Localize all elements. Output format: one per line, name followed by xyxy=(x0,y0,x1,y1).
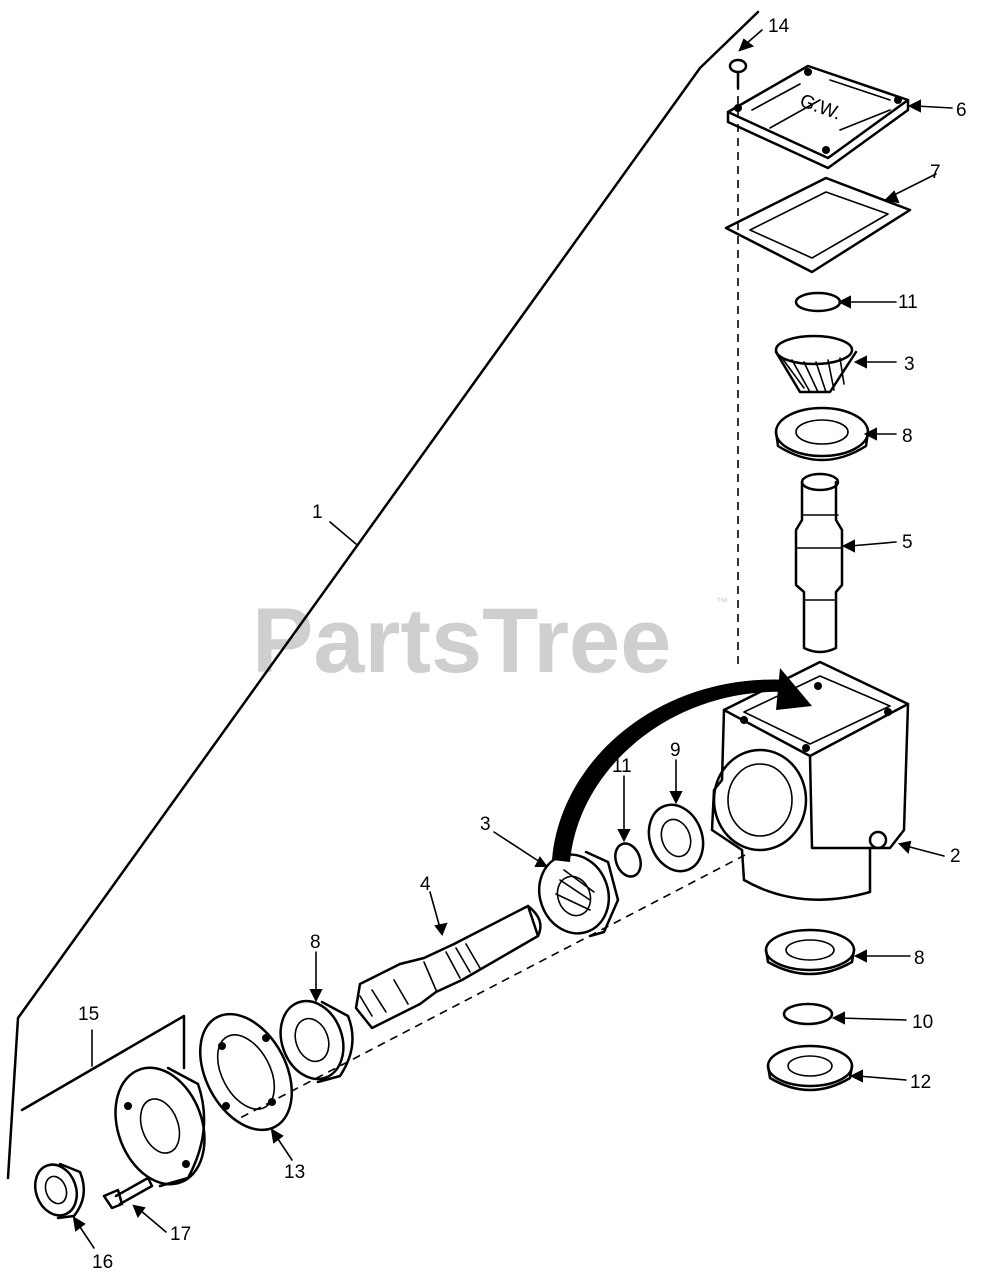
callout-9: 9 xyxy=(670,740,681,761)
callout-17: 17 xyxy=(170,1224,191,1245)
screw-14 xyxy=(728,58,748,90)
bevel-gear-3-upper xyxy=(774,334,858,394)
horizontal-center-line xyxy=(239,854,746,1119)
bevel-gear-3-lower xyxy=(537,850,620,938)
bearing-8-upper xyxy=(774,406,870,462)
watermark-trademark: ™ xyxy=(716,595,728,609)
callout-3-lower: 3 xyxy=(480,814,491,835)
horizontal-shaft-4 xyxy=(354,904,542,1030)
snap-ring-11-upper xyxy=(794,291,842,313)
vertical-shaft-5 xyxy=(794,472,844,654)
seal-12 xyxy=(766,1044,854,1092)
seal-16 xyxy=(33,1162,86,1220)
callout-12: 12 xyxy=(910,1072,931,1093)
callout-8-lower: 8 xyxy=(914,948,925,969)
callout-10: 10 xyxy=(912,1012,933,1033)
callout-8-shaft: 8 xyxy=(310,932,321,953)
bearing-8-shaft xyxy=(279,999,354,1084)
callout-15: 15 xyxy=(78,1004,99,1025)
callout-6: 6 xyxy=(956,100,967,121)
callout-2: 2 xyxy=(950,846,961,867)
callout-11-upper: 11 xyxy=(898,292,918,313)
callout-16: 16 xyxy=(92,1252,113,1273)
callout-7: 7 xyxy=(930,162,941,183)
assembly-arrow xyxy=(552,668,812,862)
bearing-9 xyxy=(647,803,705,873)
cover-plate-6: G.W. xyxy=(726,64,910,170)
callout-3-upper: 3 xyxy=(904,354,915,375)
gasket-13 xyxy=(198,1012,294,1132)
callout-11-lower: 11 xyxy=(612,756,632,777)
leader-lines xyxy=(72,29,953,1249)
cover-mark: G.W. xyxy=(797,90,844,124)
gasket-7 xyxy=(724,176,912,274)
callout-5: 5 xyxy=(902,532,913,553)
snap-ring-11-lower xyxy=(614,842,642,878)
callout-1: 1 xyxy=(312,502,323,523)
callout-14: 14 xyxy=(768,16,790,37)
callout-8-upper: 8 xyxy=(902,426,913,447)
flange-15 xyxy=(20,1014,206,1188)
bolt-17 xyxy=(102,1176,154,1210)
gearbox-housing-2 xyxy=(710,660,910,901)
callout-4: 4 xyxy=(420,874,431,895)
watermark-text: PartsTree xyxy=(252,590,671,692)
bearing-8-lower xyxy=(764,928,856,976)
callout-13: 13 xyxy=(284,1162,305,1183)
snap-ring-10 xyxy=(782,1002,834,1026)
assembly-bracket-line xyxy=(6,10,760,1180)
